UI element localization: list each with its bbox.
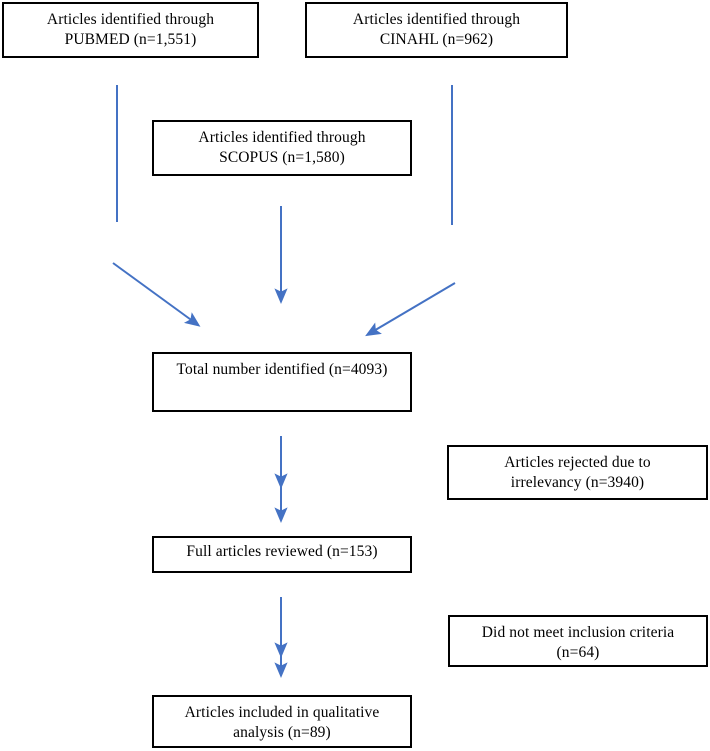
arrow-cinahl-to-total: [365, 282, 456, 337]
source-scopus-line2: SCOPUS (n=1,580): [219, 148, 345, 166]
full-articles-reviewed: Full articles reviewed (n=153): [152, 536, 412, 573]
full-articles-reviewed-line1: Full articles reviewed (n=153): [186, 543, 378, 560]
source-scopus: Articles identified through SCOPUS (n=1,…: [152, 120, 412, 176]
source-pubmed: Articles identified through PUBMED (n=1,…: [2, 2, 259, 58]
articles-rejected-irrelevancy: Articles rejected due to irrelevancy (n=…: [447, 445, 708, 500]
total-identified-line1: Total number identified (n=4093): [176, 361, 388, 378]
total-identified: Total number identified (n=4093): [152, 352, 412, 412]
did-not-meet-line1: Did not meet inclusion criteria: [481, 624, 675, 641]
articles-included-line1: Articles included in qualitative: [184, 704, 380, 721]
source-scopus-line1: Articles identified through: [198, 129, 366, 146]
source-cinahl-line2: CINAHL (n=962): [379, 30, 494, 48]
articles-included-line2: analysis (n=89): [233, 723, 331, 741]
arrow-pubmed-to-total: [112, 262, 201, 327]
source-pubmed-line1: Articles identified through: [46, 11, 215, 28]
did-not-meet-line2: (n=64): [556, 643, 600, 661]
source-cinahl-line1: Articles identified through: [352, 11, 521, 28]
source-pubmed-line2: PUBMED (n=1,551): [64, 30, 197, 48]
articles-included-qualitative-analysis: Articles included in qualitative analysi…: [152, 695, 412, 748]
source-cinahl: Articles identified through CINAHL (n=96…: [305, 2, 568, 58]
articles-rejected-line1: Articles rejected due to: [504, 454, 651, 471]
did-not-meet-inclusion-criteria: Did not meet inclusion criteria (n=64): [448, 615, 708, 667]
articles-rejected-line2: irrelevancy (n=3940): [510, 473, 645, 491]
